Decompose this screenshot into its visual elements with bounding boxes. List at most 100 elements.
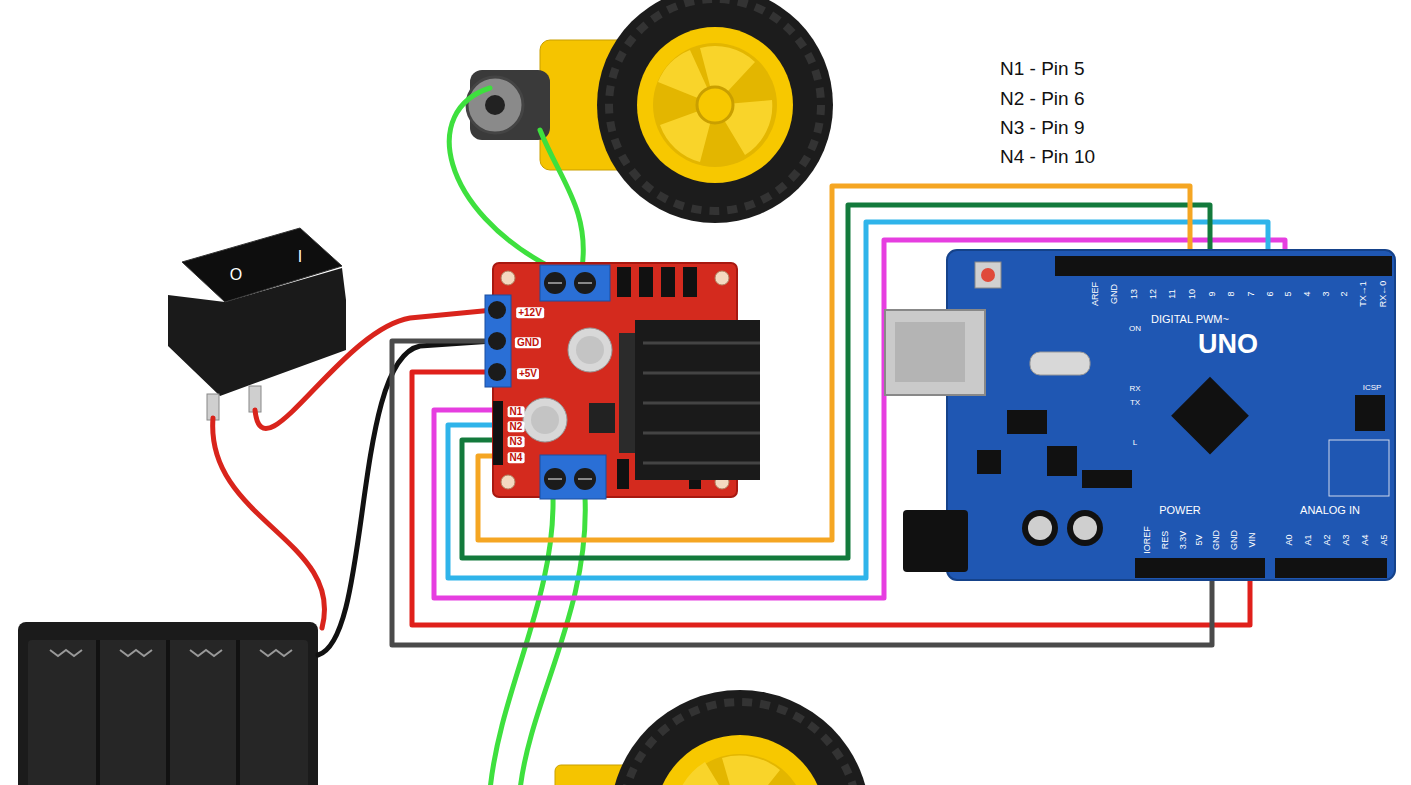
terminal-label-holder: N2 xyxy=(508,416,525,434)
board-label: RX←0 xyxy=(1378,281,1388,308)
board-label-holder: L xyxy=(1133,431,1137,449)
board-label: GND xyxy=(1211,530,1221,550)
battery-ground-wire xyxy=(318,341,493,655)
board-label: 3.3V xyxy=(1178,531,1188,550)
board-label: 2 xyxy=(1339,291,1349,296)
terminal-label: N1 xyxy=(508,406,525,417)
board-label-holder: A3 xyxy=(1335,534,1353,545)
board-label: 12 xyxy=(1148,289,1158,299)
terminal-label: N3 xyxy=(508,436,525,447)
board-label: IOREF xyxy=(1142,526,1152,554)
board-label: UNO xyxy=(1198,329,1258,359)
board-label-holder: 7 xyxy=(1240,291,1258,296)
board-label-holder: VIN xyxy=(1241,532,1259,547)
pin-note: N4 - Pin 10 xyxy=(1000,146,1095,167)
board-label: 10 xyxy=(1187,289,1197,299)
board-label-holder: IOREF xyxy=(1136,526,1154,554)
board-label-holder: ANALOG IN xyxy=(1300,500,1360,518)
board-label-holder: 5 xyxy=(1277,291,1295,296)
board-label-holder: GND xyxy=(1103,284,1121,304)
board-label-holder: 11 xyxy=(1161,289,1179,298)
terminal-label-holder: N1 xyxy=(508,401,525,419)
board-label: 3 xyxy=(1321,291,1331,296)
board-label-holder: POWER xyxy=(1159,500,1201,518)
terminal-label-holder: N3 xyxy=(508,431,525,449)
board-label: TX xyxy=(1130,398,1140,407)
board-label-holder: A0 xyxy=(1278,534,1296,545)
motor-driver-board: +12V GND +5V N1N2N3N4 xyxy=(493,263,737,497)
board-label: 7 xyxy=(1246,291,1256,296)
motor-wire xyxy=(540,130,583,268)
board-label-holder: A5 xyxy=(1373,534,1391,545)
pin-note: N3 - Pin 9 xyxy=(1000,117,1084,138)
pin-note: N2 - Pin 6 xyxy=(1000,88,1084,109)
board-label: 13 xyxy=(1129,289,1139,299)
pin-note: N1 - Pin 5 xyxy=(1000,58,1084,79)
board-label: 11 xyxy=(1167,289,1177,298)
pin-note-holder: N3 - Pin 9 xyxy=(1000,118,1084,139)
board-label-holder: A4 xyxy=(1354,534,1372,545)
arduino-uno-board-art xyxy=(947,250,1395,580)
board-label: AREF xyxy=(1090,282,1100,306)
board-label: DIGITAL PWM~ xyxy=(1151,313,1229,325)
pin-note-holder: N4 - Pin 10 xyxy=(1000,147,1095,168)
switch-mark: O xyxy=(230,266,242,283)
board-label-holder: 6 xyxy=(1259,291,1277,296)
terminal-label-holder: +12V xyxy=(516,302,544,320)
board-label: RES xyxy=(1160,531,1170,550)
board-label-holder: GND xyxy=(1223,530,1241,550)
board-label: A5 xyxy=(1379,534,1389,545)
board-label-holder: DIGITAL PWM~ xyxy=(1151,309,1229,327)
board-label-holder: 2 xyxy=(1333,291,1351,296)
terminal-label: N4 xyxy=(508,452,525,463)
board-label: L xyxy=(1133,438,1137,447)
terminal-label-holder: +5V xyxy=(517,363,539,381)
board-label: 8 xyxy=(1226,291,1236,296)
board-label-holder: 13 xyxy=(1123,289,1141,299)
terminal-label: +12V xyxy=(516,307,544,318)
top-motor-wheel xyxy=(467,0,833,223)
board-label: 5V xyxy=(1194,534,1204,545)
board-label: VIN xyxy=(1247,532,1257,547)
terminal-label-holder: GND xyxy=(515,332,541,350)
board-label: RX xyxy=(1129,384,1140,393)
board-label: ON xyxy=(1129,324,1141,333)
terminal-label: +5V xyxy=(517,368,539,379)
board-label: ANALOG IN xyxy=(1300,504,1360,516)
terminal-label: GND xyxy=(515,337,541,348)
rocker-switch xyxy=(168,228,346,420)
board-label: A1 xyxy=(1303,534,1313,545)
board-label-holder: GND xyxy=(1205,530,1223,550)
board-label-holder: ICSP xyxy=(1363,376,1382,394)
board-label-holder: ON xyxy=(1129,317,1141,335)
board-label-holder: A1 xyxy=(1297,534,1315,545)
board-label: 9 xyxy=(1207,291,1217,296)
board-label-holder: TX→1 xyxy=(1352,281,1370,307)
board-label: GND xyxy=(1109,284,1119,304)
motor-driver-board-art xyxy=(493,263,737,497)
switch-mark-holder: I xyxy=(298,248,302,266)
board-label: POWER xyxy=(1159,504,1201,516)
board-label-holder: 3.3V xyxy=(1172,531,1190,550)
board-label: A4 xyxy=(1360,534,1370,545)
board-label-holder: AREF xyxy=(1084,282,1102,306)
board-label-holder: RX xyxy=(1129,377,1140,395)
pin-note-holder: N2 - Pin 6 xyxy=(1000,89,1084,110)
arduino-uno-board: UNO DIGITAL PWM~ POWER ANALOG IN AREF GND 13 12… xyxy=(947,250,1395,580)
board-label: 5 xyxy=(1283,291,1293,296)
board-label: 6 xyxy=(1265,291,1275,296)
board-label-holder: 9 xyxy=(1201,291,1219,296)
board-label-holder: A2 xyxy=(1316,534,1334,545)
motor-wire xyxy=(449,88,552,268)
board-label-holder: RES xyxy=(1154,531,1172,550)
board-label: ICSP xyxy=(1363,383,1382,392)
board-label-holder: RX←0 xyxy=(1372,281,1390,308)
board-label-holder: 5V xyxy=(1188,534,1206,545)
terminal-label-holder: N4 xyxy=(508,447,525,465)
board-label-holder: UNO xyxy=(1198,330,1258,360)
switch-mark: I xyxy=(298,248,302,265)
board-label: A3 xyxy=(1341,534,1351,545)
board-label-holder: 12 xyxy=(1142,289,1160,299)
board-label: A2 xyxy=(1322,534,1332,545)
